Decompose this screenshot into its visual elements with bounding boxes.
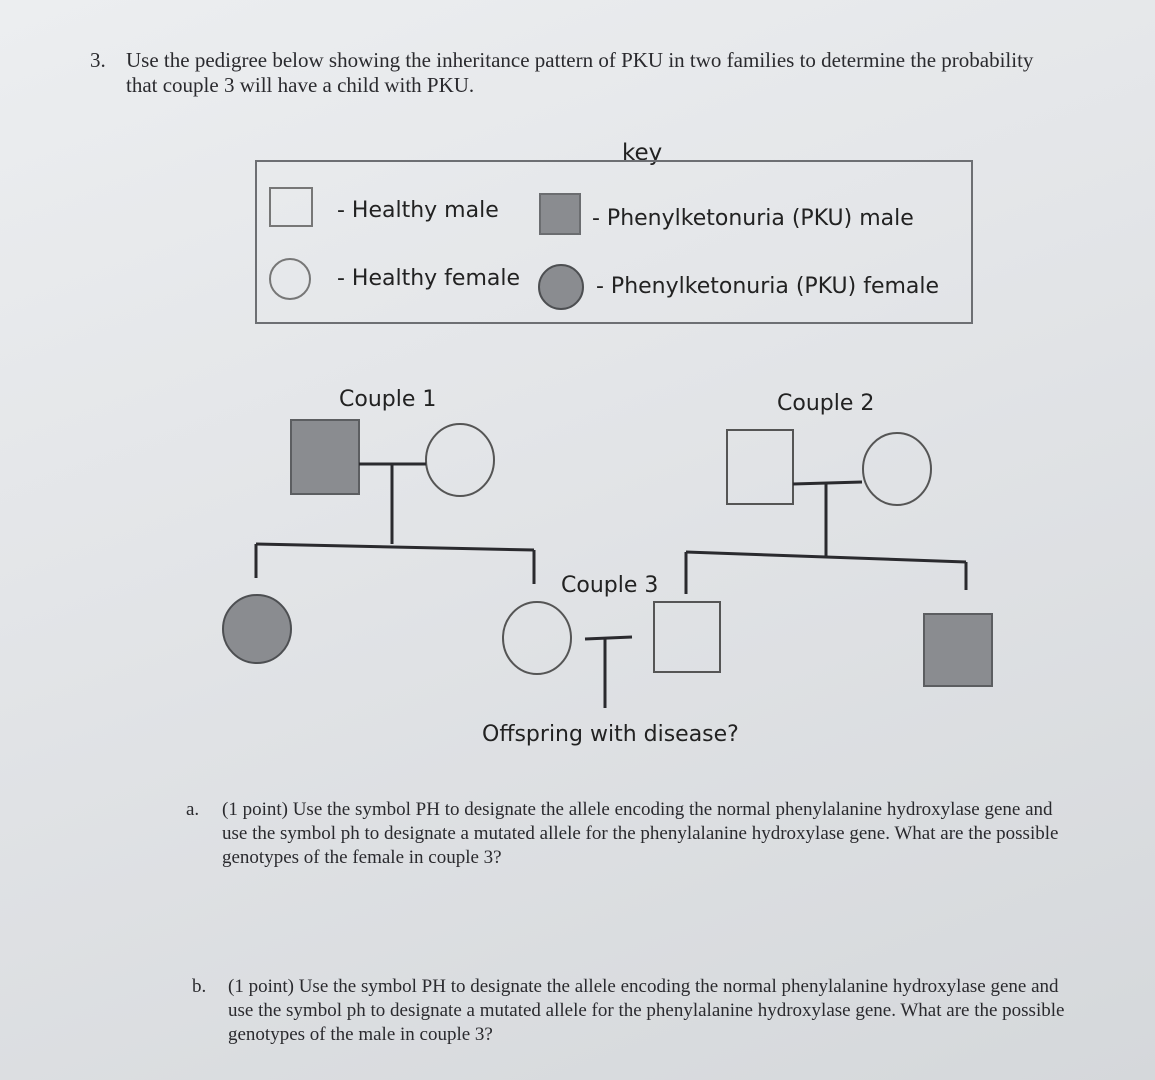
couple2-sibship-line — [685, 550, 967, 564]
pedigree-key — [255, 160, 973, 324]
couple2-mother-healthy-female — [862, 432, 932, 506]
couple2-label: Couple 2 — [777, 391, 875, 416]
sub-question-a-letter: a. — [186, 799, 200, 820]
couple1-label: Couple 1 — [339, 387, 437, 412]
key-pku-male-icon — [539, 193, 581, 235]
question-3: 3. Use the pedigree below showing the in… — [90, 48, 1070, 98]
couple3-male-healthy — [653, 601, 721, 673]
couple1-mother-healthy-female — [425, 423, 495, 497]
key-healthy-female-icon — [269, 258, 311, 300]
couple3-label: Couple 3 — [561, 573, 659, 598]
couple3-mating-line — [584, 635, 633, 641]
key-pku-female-icon — [538, 264, 584, 310]
key-label-healthy-male: - Healthy male — [337, 198, 499, 223]
key-label-healthy-female: - Healthy female — [337, 266, 521, 291]
couple1-father-affected-male — [290, 419, 360, 495]
offspring-label: Offspring with disease? — [482, 722, 739, 747]
couple1-sibship-line — [255, 542, 535, 552]
question-text: Use the pedigree below showing the inher… — [126, 48, 1034, 97]
sub-question-a: a. (1 point) Use the symbol PH to design… — [186, 798, 1082, 870]
key-label-pku-male: - Phenylketonuria (PKU) male — [592, 206, 914, 231]
key-healthy-male-icon — [269, 187, 313, 227]
couple1-daughter-affected-female — [222, 594, 292, 664]
question-number: 3. — [90, 48, 106, 72]
couple3-female-healthy — [502, 601, 572, 675]
sub-question-b-text: (1 point) Use the symbol PH to designate… — [228, 976, 1065, 1045]
sub-question-b-letter: b. — [192, 976, 207, 997]
couple2-son-affected-male — [923, 613, 993, 687]
couple2-father-healthy-male — [726, 429, 794, 505]
sub-question-a-text: (1 point) Use the symbol PH to designate… — [222, 799, 1059, 868]
couple2-mating-line — [792, 480, 863, 486]
key-label-pku-female: - Phenylketonuria (PKU) female — [596, 274, 940, 299]
sub-question-b: b. (1 point) Use the symbol PH to design… — [192, 975, 1088, 1047]
